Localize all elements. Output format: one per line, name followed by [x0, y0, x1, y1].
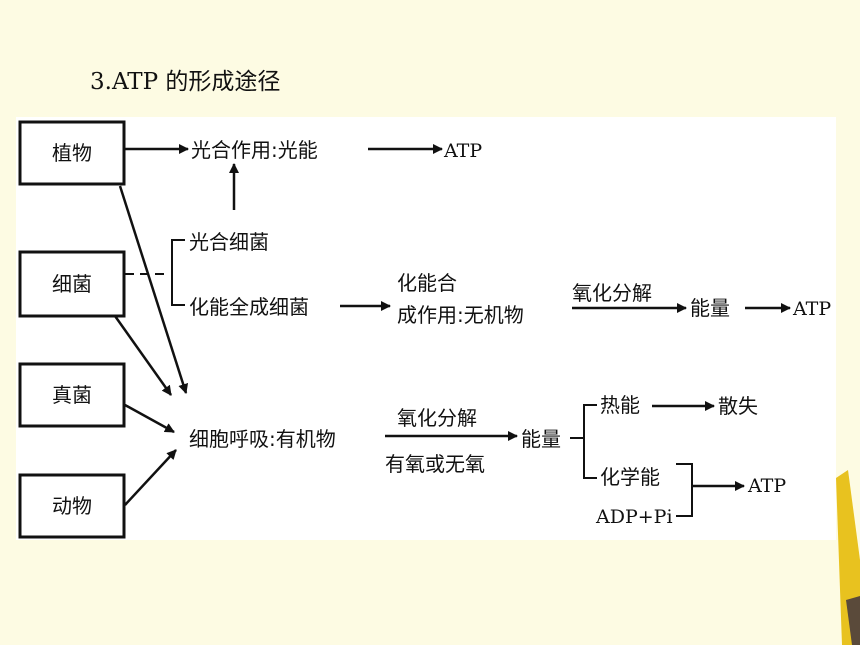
arrow-animal-to-respiration: [124, 449, 177, 506]
adp-pi: ADP+Pi: [595, 506, 673, 528]
label-plant: 植物: [52, 141, 92, 165]
energy-respiration: 能量: [521, 427, 561, 451]
photosynthetic-bacteria: 光合细菌: [189, 230, 269, 254]
box-bacteria: [18, 250, 126, 318]
box-plant: [18, 120, 126, 186]
chemosynthetic-bacteria: 化能全成细菌: [189, 295, 309, 319]
label-bacteria: 细菌: [52, 272, 92, 296]
box-animal: [18, 473, 126, 539]
chemical-energy: 化学能: [600, 465, 660, 489]
label-animal: 动物: [52, 494, 92, 518]
atp-respiration: ATP: [747, 475, 786, 497]
pencil-icon: [836, 470, 860, 645]
atp-plant: ATP: [443, 140, 482, 162]
aerobic-anaerobic-label: 有氧或无氧: [385, 452, 485, 476]
label-fungi: 真菌: [52, 383, 92, 407]
bacteria-bracket: [171, 239, 185, 306]
oxidation-label-bacteria: 氧化分解: [572, 281, 652, 305]
arrow-bacteria-to-respiration: [113, 315, 173, 396]
chemosynthesis-line1: 化能合: [397, 271, 457, 295]
chemosynthesis-line2: 成作用:无机物: [397, 303, 524, 327]
diagram-panel: [16, 117, 836, 540]
atp-combine-bracket: [676, 463, 693, 517]
heat-dissipated: 散失: [718, 394, 758, 418]
energy-bacteria: 能量: [690, 296, 730, 320]
box-fungi: [18, 362, 126, 428]
oxidation-label-respiration: 氧化分解: [397, 406, 477, 430]
heat-energy: 热能: [600, 393, 640, 417]
arrow-plant-to-respiration: [118, 185, 189, 394]
atp-bacteria: ATP: [792, 298, 831, 320]
arrow-fungi-to-respiration: [124, 403, 175, 434]
energy-split-bracket: [583, 404, 597, 479]
slide-title: 3.ATP 的形成途径: [90, 69, 281, 95]
photosynthesis-label: 光合作用:光能: [191, 138, 318, 162]
respiration-label: 细胞呼吸:有机物: [189, 427, 336, 451]
